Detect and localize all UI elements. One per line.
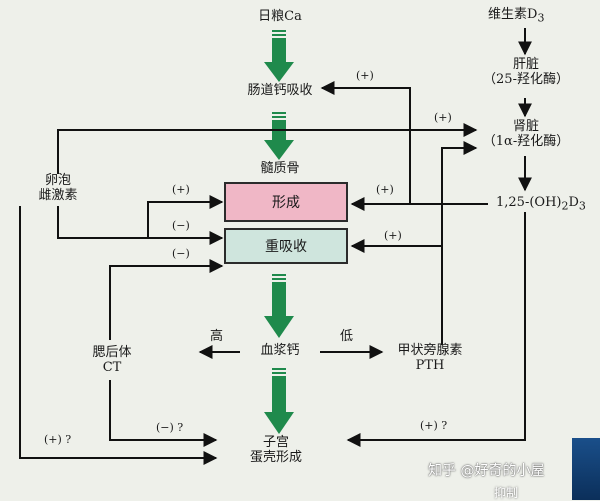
formation-label: 形成	[272, 195, 300, 211]
sign-ct-to-resorption: (−)	[172, 247, 190, 260]
intestinal-absorption-label: 肠道钙吸收	[247, 83, 313, 98]
dietary-ca-label: 日粮Ca	[258, 9, 302, 24]
bone-label: 髓质骨	[260, 161, 300, 176]
kidney-label: 肾脏 （1α-羟化酶）	[482, 119, 570, 149]
corner-thumbnail	[572, 438, 600, 500]
uterus-label: 子宫 蛋壳形成	[249, 435, 302, 465]
green-arrow-intestine-to-bone	[264, 112, 294, 160]
green-flow-arrows	[264, 30, 294, 434]
sign-estrogen-to-kidney: (+)	[434, 111, 452, 124]
green-arrow-bone-to-plasma	[264, 274, 294, 338]
sign-vitd-to-formation: (+)	[376, 183, 394, 196]
sign-vitd-to-uterus: (+) ?	[420, 419, 448, 432]
green-arrow-diet-to-intestine	[264, 30, 294, 82]
high-label: 高	[210, 329, 224, 344]
sign-ct-to-uterus: (−) ?	[156, 421, 184, 434]
dihydroxy-vitd3-label: 1,25-(OH)2D3	[496, 195, 586, 213]
low-label: 低	[340, 329, 354, 344]
watermark: 知乎 @好奇的小屋	[428, 463, 545, 479]
sign-estrogen-to-resorption: (−)	[172, 219, 190, 232]
ultimobranchial-label: 腮后体 CT	[92, 345, 132, 375]
parathyroid-label: 甲状旁腺素 PTH	[397, 343, 463, 373]
resorption-label: 重吸收	[265, 239, 307, 255]
sign-estrogen-to-formation: (+)	[172, 183, 190, 196]
sign-vitd-to-intestine: (+)	[356, 69, 374, 82]
watermark-bottom-text: 抑制	[494, 486, 519, 500]
follicle-estrogen-label: 卵泡 雌激素	[38, 173, 78, 203]
formation-box: 形成	[224, 182, 348, 222]
resorption-box: 重吸收	[224, 228, 348, 264]
sign-pth-to-resorption: (+)	[384, 229, 402, 242]
liver-label: 肝脏 （25-羟化酶）	[483, 57, 569, 87]
vitd3-label: 维生素D3	[488, 7, 545, 25]
green-arrow-plasma-to-uterus	[264, 368, 294, 434]
connector-lines	[19, 28, 532, 465]
sign-estrogen-to-uterus: (+) ?	[44, 433, 72, 446]
plasma-ca-label: 血浆钙	[260, 343, 300, 358]
